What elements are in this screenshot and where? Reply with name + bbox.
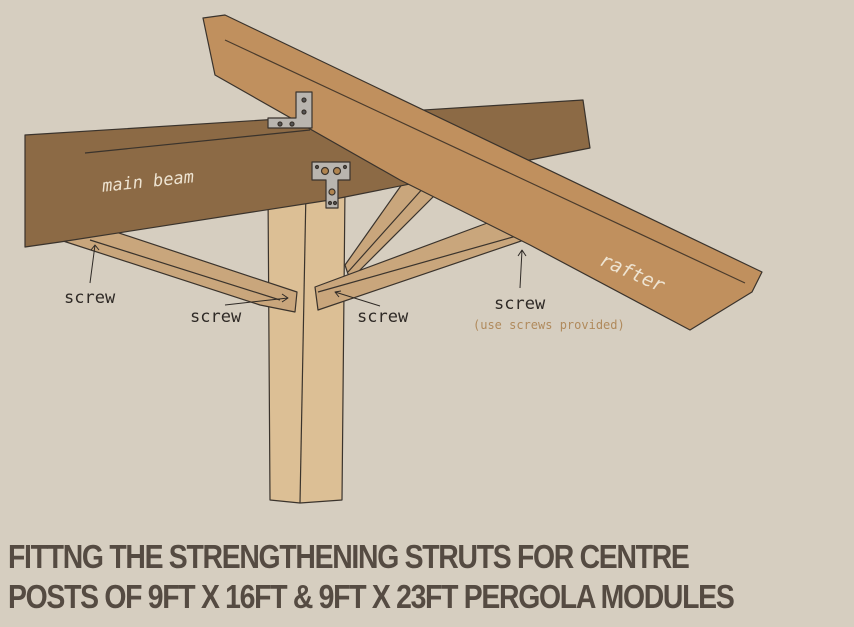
title-line-1: FITTNG THE STRENGTHENING STRUTS FOR CENT… [8, 538, 690, 575]
screw-label-center-left: screw [190, 307, 242, 327]
angle-bracket [267, 91, 313, 129]
rafter [202, 14, 763, 331]
screw-note: (use screws provided) [473, 318, 625, 332]
screw-label-center-right: screw [357, 307, 409, 327]
screw-label-right: screw [494, 294, 546, 314]
screw-label-left: screw [64, 288, 116, 308]
centre-post [267, 187, 346, 504]
title-line-2: POSTS OF 9FT X 16FT & 9FT X 23FT PERGOLA… [8, 578, 735, 615]
t-bracket [311, 161, 351, 209]
